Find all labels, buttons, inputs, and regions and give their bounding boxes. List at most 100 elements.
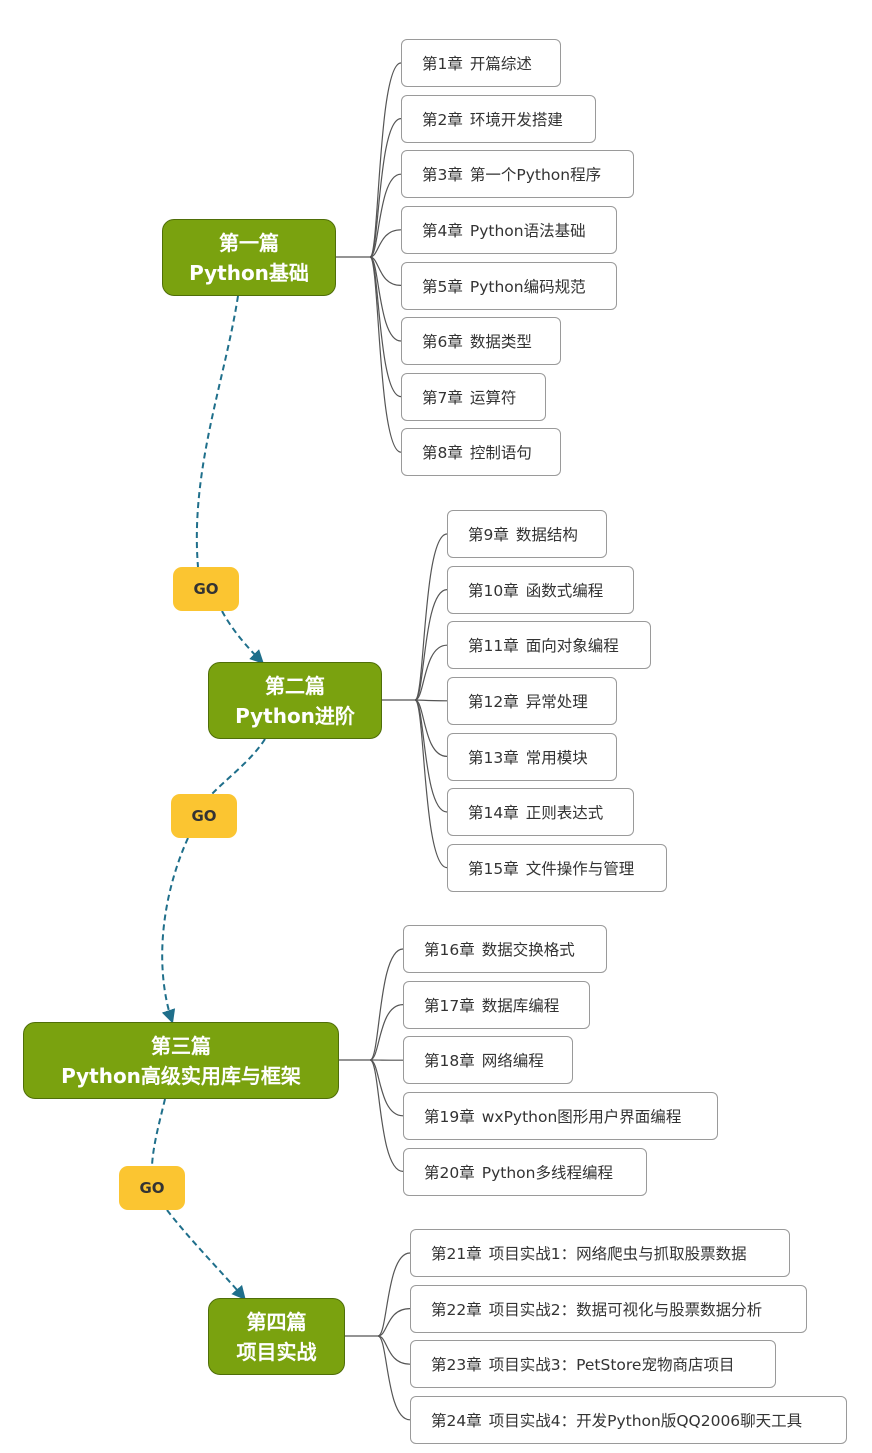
chapter-9-node[interactable]: 第9章数据结构 — [447, 510, 607, 558]
chapter-10-node[interactable]: 第10章函数式编程 — [447, 566, 634, 614]
chapter-number: 第2章 — [422, 111, 463, 129]
chapter-3-node[interactable]: 第3章第一个Python程序 — [401, 150, 634, 198]
chapter-1-node[interactable]: 第1章开篇综述 — [401, 39, 561, 87]
chapter-7-node[interactable]: 第7章运算符 — [401, 373, 546, 421]
chapter-title: 面向对象编程 — [525, 637, 619, 655]
chapter-number: 第22章 — [431, 1301, 482, 1319]
chapter-20-node[interactable]: 第20章 Python多线程编程 — [403, 1148, 647, 1196]
chapter-title: 项目实战4：开发Python版QQ2006聊天工具 — [488, 1412, 803, 1430]
go-badge-2: GO — [171, 794, 237, 838]
part-1-branch-line — [369, 118, 402, 258]
chapter-5-node[interactable]: 第5章 Python编码规范 — [401, 262, 617, 310]
chapter-title: Python多线程编程 — [481, 1164, 613, 1182]
chapter-title: 项目实战1：网络爬虫与抓取股票数据 — [488, 1245, 747, 1263]
chapter-number: 第16章 — [424, 941, 475, 959]
part-1-branch-line — [369, 173, 402, 258]
chapter-title: 文件操作与管理 — [525, 860, 635, 878]
part-2-title: Python进阶 — [235, 703, 355, 728]
chapter-number: 第8章 — [422, 444, 463, 462]
chapter-22-node[interactable]: 第22章项目实战2：数据可视化与股票数据分析 — [410, 1285, 807, 1333]
chapter-6-node[interactable]: 第6章数据类型 — [401, 317, 561, 365]
chapter-number: 第7章 — [422, 389, 463, 407]
part-2-branch-line — [414, 699, 448, 757]
part-1-branch-line — [369, 256, 402, 453]
part-2-branch-line — [414, 533, 448, 701]
chapter-title: Python编码规范 — [469, 278, 586, 296]
chapter-8-node[interactable]: 第8章控制语句 — [401, 428, 561, 476]
chapter-title: 项目实战3：PetStore宠物商店项目 — [488, 1356, 735, 1374]
chapter-title: 第一个Python程序 — [469, 166, 602, 184]
go-badge-3: GO — [119, 1166, 185, 1210]
chapter-13-node[interactable]: 第13章常用模块 — [447, 733, 617, 781]
go-connector-3b — [166, 1209, 246, 1301]
part-2-node[interactable]: 第二篇 Python进阶 — [208, 662, 382, 739]
go-connector-1a — [195, 295, 239, 568]
part-3-node[interactable]: 第三篇 Python高级实用库与框架 — [23, 1022, 339, 1099]
go-connector-2b — [161, 837, 189, 1024]
chapter-number: 第5章 — [422, 278, 463, 296]
chapter-number: 第11章 — [468, 637, 519, 655]
chapter-title: 网络编程 — [481, 1052, 544, 1070]
part-3-branch-line — [369, 1004, 404, 1061]
chapter-title: Python语法基础 — [469, 222, 586, 240]
chapter-16-node[interactable]: 第16章数据交换格式 — [403, 925, 607, 973]
part-3-number: 第三篇 — [151, 1033, 211, 1058]
chapter-title: 数据交换格式 — [481, 941, 575, 959]
chapter-title: 项目实战2：数据可视化与股票数据分析 — [488, 1301, 763, 1319]
go-connector-2a — [211, 738, 266, 795]
chapter-number: 第14章 — [468, 804, 519, 822]
chapter-24-node[interactable]: 第24章项目实战4：开发Python版QQ2006聊天工具 — [410, 1396, 847, 1444]
chapter-title: 开篇综述 — [469, 55, 532, 73]
chapter-title: 函数式编程 — [525, 582, 604, 600]
chapter-number: 第3章 — [422, 166, 463, 184]
part-2-branch-line — [414, 699, 448, 869]
chapter-number: 第9章 — [468, 526, 509, 544]
part-1-number: 第一篇 — [219, 230, 279, 255]
chapter-number: 第1章 — [422, 55, 463, 73]
part-1-branch-line — [369, 229, 402, 258]
chapter-title: 环境开发搭建 — [469, 111, 563, 129]
chapter-number: 第23章 — [431, 1356, 482, 1374]
part-3-branch-line — [369, 1059, 404, 1172]
chapter-number: 第12章 — [468, 693, 519, 711]
part-1-title: Python基础 — [189, 260, 309, 285]
chapter-title: 数据类型 — [469, 333, 532, 351]
part-4-branch-line — [377, 1252, 411, 1337]
chapter-18-node[interactable]: 第18章网络编程 — [403, 1036, 573, 1084]
chapter-title: 运算符 — [469, 389, 517, 407]
chapter-number: 第19章 — [424, 1108, 475, 1126]
go-badge-1: GO — [173, 567, 239, 611]
chapter-14-node[interactable]: 第14章正则表达式 — [447, 788, 634, 836]
chapter-11-node[interactable]: 第11章面向对象编程 — [447, 621, 651, 669]
chapter-title: 常用模块 — [525, 749, 588, 767]
chapter-number: 第17章 — [424, 997, 475, 1015]
chapter-number: 第15章 — [468, 860, 519, 878]
chapter-number: 第24章 — [431, 1412, 482, 1430]
chapter-number: 第18章 — [424, 1052, 475, 1070]
chapter-title: wxPython图形用户界面编程 — [481, 1108, 682, 1126]
chapter-2-node[interactable]: 第2章环境开发搭建 — [401, 95, 596, 143]
part-2-branch-line — [414, 699, 448, 702]
chapter-17-node[interactable]: 第17章数据库编程 — [403, 981, 590, 1029]
go-connector-3a — [151, 1098, 166, 1167]
part-3-branch-line — [369, 948, 404, 1061]
chapter-title: 数据库编程 — [481, 997, 560, 1015]
part-1-node[interactable]: 第一篇 Python基础 — [162, 219, 336, 296]
chapter-12-node[interactable]: 第12章异常处理 — [447, 677, 617, 725]
chapter-number: 第20章 — [424, 1164, 475, 1182]
go-connector-1b — [221, 610, 264, 664]
chapter-21-node[interactable]: 第21章项目实战1：网络爬虫与抓取股票数据 — [410, 1229, 790, 1277]
part-1-branch-line — [369, 62, 402, 258]
part-2-number: 第二篇 — [265, 673, 325, 698]
chapter-23-node[interactable]: 第23章项目实战3：PetStore宠物商店项目 — [410, 1340, 776, 1388]
part-2-branch-line — [414, 644, 448, 701]
chapter-15-node[interactable]: 第15章文件操作与管理 — [447, 844, 667, 892]
chapter-title: 控制语句 — [469, 444, 532, 462]
chapter-19-node[interactable]: 第19章 wxPython图形用户界面编程 — [403, 1092, 718, 1140]
part-3-branch-line — [369, 1059, 404, 1117]
chapter-number: 第13章 — [468, 749, 519, 767]
part-4-node[interactable]: 第四篇 项目实战 — [208, 1298, 345, 1375]
